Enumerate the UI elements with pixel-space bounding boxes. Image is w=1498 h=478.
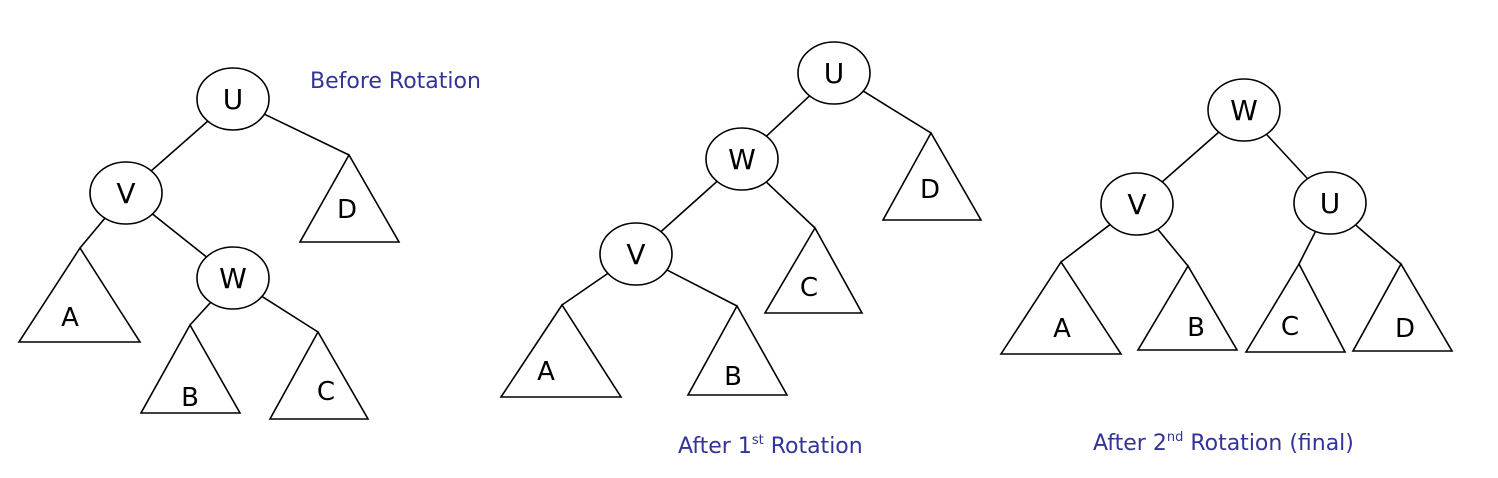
edge-v-b [666, 269, 738, 307]
node-u-label: U [223, 83, 244, 116]
edge-u-d [264, 113, 350, 156]
node-v-circle [599, 222, 673, 286]
subtree-a-triangle [17, 246, 142, 343]
node-v-circle [1100, 172, 1174, 236]
caption-after-first-rotation: After 1st Rotation [678, 433, 863, 459]
subtree-d-triangle [1351, 262, 1454, 352]
subtree-d-triangle [881, 131, 983, 221]
caption-before-rotation: Before Rotation [310, 69, 481, 94]
subtree-c-label: C [800, 273, 818, 303]
subtree-a-label: A [537, 357, 555, 387]
subtree-a-label: A [1053, 314, 1071, 344]
node-u-circle [196, 67, 270, 131]
subtree-a-triangle [499, 303, 623, 398]
edge-v-b [1157, 228, 1189, 267]
edge-v-a [1060, 223, 1111, 263]
subtree-a-label: A [61, 303, 79, 333]
node-u-label: U [824, 57, 845, 90]
node-v-label: V [626, 238, 645, 271]
node-w-label: W [1230, 94, 1258, 127]
edge-w-c [261, 295, 319, 333]
node-w-label: W [219, 262, 247, 295]
subtree-d-triangle [298, 153, 401, 243]
node-u-circle [1293, 171, 1367, 235]
edge-w-v [660, 180, 718, 233]
subtree-b-triangle [1136, 264, 1239, 351]
edge-w-b [189, 301, 212, 326]
edge-w-v [1161, 131, 1220, 183]
node-w-circle [196, 246, 270, 310]
edge-w-c [765, 181, 816, 229]
subtree-c-triangle [1244, 262, 1347, 353]
node-w-label: W [728, 143, 756, 176]
tree-before: U V W A B C D [17, 67, 401, 420]
node-u-circle [797, 41, 871, 105]
node-w-circle [705, 127, 779, 191]
node-v-label: V [116, 177, 135, 210]
subtree-c-triangle [268, 330, 370, 420]
edge-v-w [151, 213, 208, 258]
caption-after-second-rotation: After 2nd Rotation (final) [1093, 430, 1354, 456]
edge-v-a [561, 272, 609, 306]
subtree-d-label: D [920, 175, 940, 205]
node-v-circle [89, 161, 163, 225]
node-w-circle [1207, 78, 1281, 142]
caption-second-prefix: After 2 [1093, 431, 1167, 456]
subtree-c-triangle [763, 226, 864, 314]
tree-after-second: W V U A B C D [999, 78, 1454, 355]
caption-first-prefix: After 1 [678, 434, 752, 459]
tree-after-first: U W V A B C D [499, 41, 983, 398]
edge-u-d [1354, 224, 1402, 265]
node-v-label: V [1127, 188, 1146, 221]
caption-first-suffix: Rotation [763, 434, 863, 459]
subtree-b-triangle [686, 304, 789, 396]
subtree-d-label: D [1395, 314, 1415, 344]
node-u-label: U [1320, 187, 1341, 220]
edge-w-u [1265, 133, 1309, 180]
subtree-b-label: B [724, 362, 742, 392]
subtree-b-triangle [139, 323, 242, 414]
caption-first-ordinal: st [751, 433, 764, 448]
caption-second-ordinal: nd [1166, 430, 1184, 445]
subtree-d-label: D [337, 195, 357, 225]
edge-u-d [862, 90, 932, 134]
edge-u-v [150, 120, 209, 172]
subtree-b-label: B [181, 383, 199, 413]
subtree-c-label: C [1281, 312, 1299, 342]
edge-u-c [1298, 231, 1317, 265]
edge-u-w [765, 95, 811, 137]
subtree-a-triangle [999, 260, 1123, 355]
subtree-c-label: C [317, 377, 335, 407]
caption-second-suffix: Rotation (final) [1183, 431, 1354, 456]
subtree-b-label: B [1187, 313, 1205, 343]
edge-v-a [79, 217, 106, 249]
